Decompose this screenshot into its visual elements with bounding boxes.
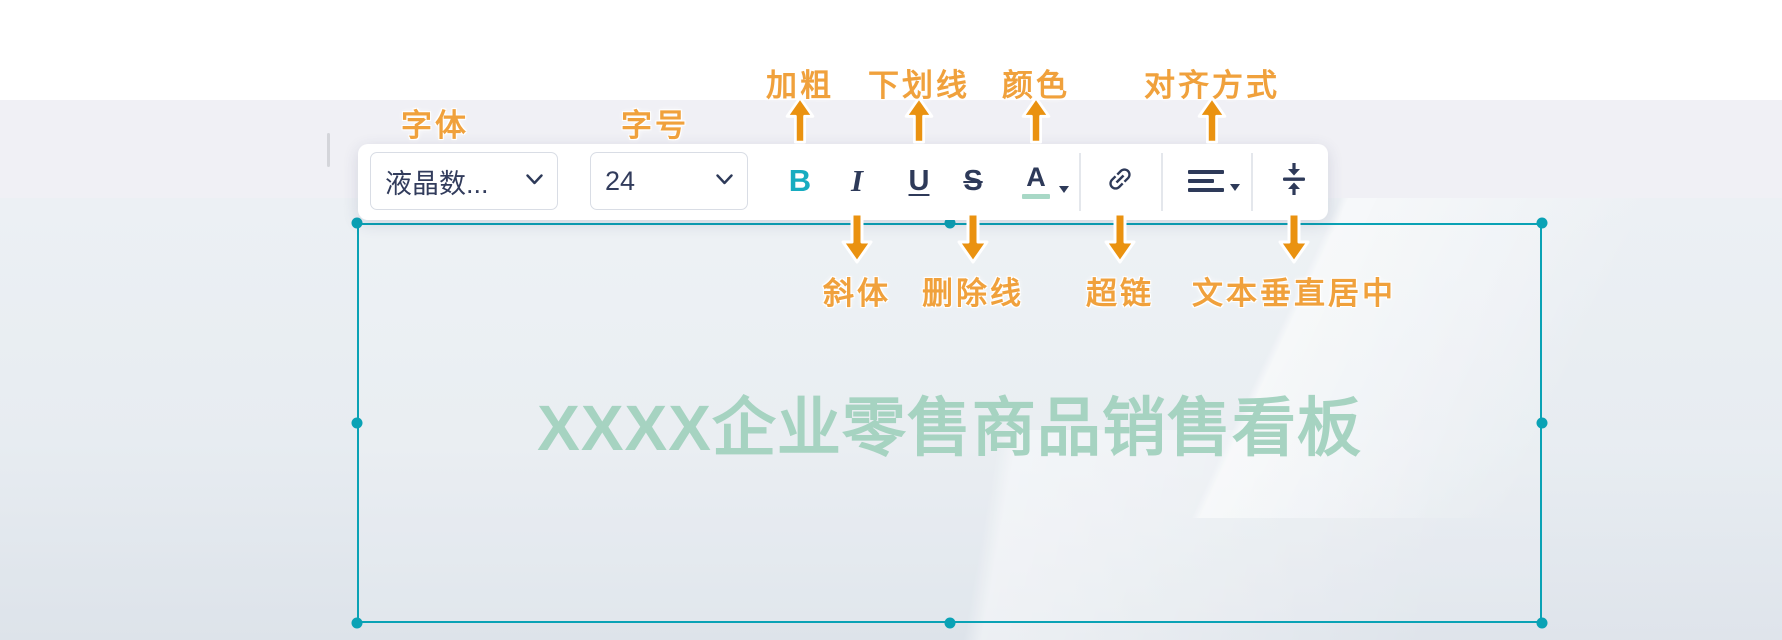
toolbar-divider <box>1079 153 1081 211</box>
vertical-align-middle-icon <box>1280 162 1308 200</box>
down-arrow-italic <box>840 212 874 269</box>
underline-icon: U <box>908 164 930 197</box>
font-color-swatch <box>1022 193 1050 199</box>
alignment-caret-icon <box>1230 184 1240 191</box>
toolbar-divider <box>1251 153 1253 211</box>
italic-icon: I <box>850 163 864 198</box>
callout-vertical-center: 文本垂直居中 <box>1192 276 1396 311</box>
up-arrow-bold <box>783 96 817 149</box>
resize-handle-top-left[interactable] <box>351 217 363 229</box>
canvas-highlight-streak <box>0 430 1782 640</box>
hyperlink-button[interactable] <box>1097 152 1143 210</box>
font-color-button[interactable]: A <box>1013 152 1059 210</box>
callout-italic: 斜体 <box>823 276 891 311</box>
selected-text-box[interactable]: XXXX企业零售商品销售看板 <box>357 223 1542 623</box>
resize-handle-top-center[interactable] <box>944 217 956 229</box>
down-arrow-vertical-center <box>1277 212 1311 269</box>
font-color-icon: A <box>1022 163 1050 199</box>
resize-handle-bottom-left[interactable] <box>351 617 363 629</box>
callout-size: 字号 <box>621 108 689 143</box>
font-color-caret-icon[interactable] <box>1059 186 1069 193</box>
down-arrow-strikethrough <box>956 212 990 269</box>
align-left-icon <box>1188 170 1240 192</box>
chevron-down-icon <box>526 172 543 190</box>
callout-align: 对齐方式 <box>1144 68 1280 103</box>
vertical-center-button[interactable] <box>1271 152 1317 210</box>
font-size-select[interactable]: 24 <box>590 152 748 210</box>
resize-handle-middle-right[interactable] <box>1536 417 1548 429</box>
scrollbar-thumb[interactable] <box>327 133 330 167</box>
up-arrow-underline <box>902 96 936 149</box>
callout-strikethrough: 删除线 <box>922 276 1024 311</box>
underline-button[interactable]: U <box>896 152 942 210</box>
bold-button[interactable]: B <box>777 152 823 210</box>
resize-handle-middle-left[interactable] <box>351 417 363 429</box>
alignment-button[interactable] <box>1181 152 1247 210</box>
dashboard-title-text[interactable]: XXXX企业零售商品销售看板 <box>537 392 1362 464</box>
font-size-value: 24 <box>605 165 636 196</box>
callout-hyperlink: 超链 <box>1086 276 1154 311</box>
font-family-select[interactable]: 液晶数... <box>370 152 558 210</box>
toolbar-divider <box>1161 153 1163 211</box>
strikethrough-button[interactable]: S <box>950 152 996 210</box>
font-family-value: 液晶数... <box>385 168 489 199</box>
dashboard-canvas[interactable] <box>0 198 1782 640</box>
strikethrough-icon: S <box>963 164 983 197</box>
chevron-down-icon <box>716 172 733 190</box>
top-white-band <box>0 0 1782 100</box>
resize-handle-bottom-center[interactable] <box>944 617 956 629</box>
link-icon <box>1105 164 1135 199</box>
up-arrow-align <box>1195 96 1229 149</box>
callout-underline: 下划线 <box>868 68 970 103</box>
canvas-highlight-streak <box>1022 198 1782 518</box>
bold-icon: B <box>788 163 812 198</box>
up-arrow-color <box>1019 96 1053 149</box>
down-arrow-hyperlink <box>1103 212 1137 269</box>
resize-handle-top-right[interactable] <box>1536 217 1548 229</box>
italic-button[interactable]: I <box>834 152 880 210</box>
resize-handle-bottom-right[interactable] <box>1536 617 1548 629</box>
callout-font: 字体 <box>401 108 469 143</box>
callout-color: 颜色 <box>1002 68 1070 103</box>
text-format-toolbar: 液晶数... 24 B I U S A <box>358 144 1328 220</box>
callout-bold: 加粗 <box>766 68 834 103</box>
